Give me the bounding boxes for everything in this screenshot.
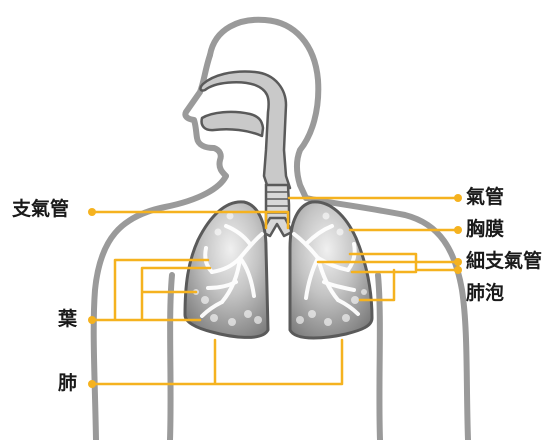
left-arm-inner <box>170 275 172 440</box>
label-pleura: 胸膜 <box>466 220 504 239</box>
mouth-cavity <box>202 112 263 136</box>
dot-bronchus <box>88 208 96 216</box>
right-lung <box>290 202 372 338</box>
dot-bronchiole <box>454 258 462 266</box>
label-trachea: 氣管 <box>466 188 504 207</box>
label-bronchus: 支氣管 <box>12 200 69 219</box>
label-bronchiole: 細支氣管 <box>466 252 542 271</box>
dot-trachea <box>454 194 462 202</box>
leader-lung <box>92 340 342 384</box>
dot-pleura <box>454 226 462 234</box>
label-lobe: 葉 <box>58 310 77 329</box>
dot-alveolus <box>454 266 462 274</box>
trachea <box>266 185 289 222</box>
dot-lobe <box>88 316 96 324</box>
label-alveolus: 肺泡 <box>466 284 504 303</box>
left-lung <box>185 202 268 338</box>
dot-lung <box>88 380 96 388</box>
label-lung: 肺 <box>58 374 77 393</box>
